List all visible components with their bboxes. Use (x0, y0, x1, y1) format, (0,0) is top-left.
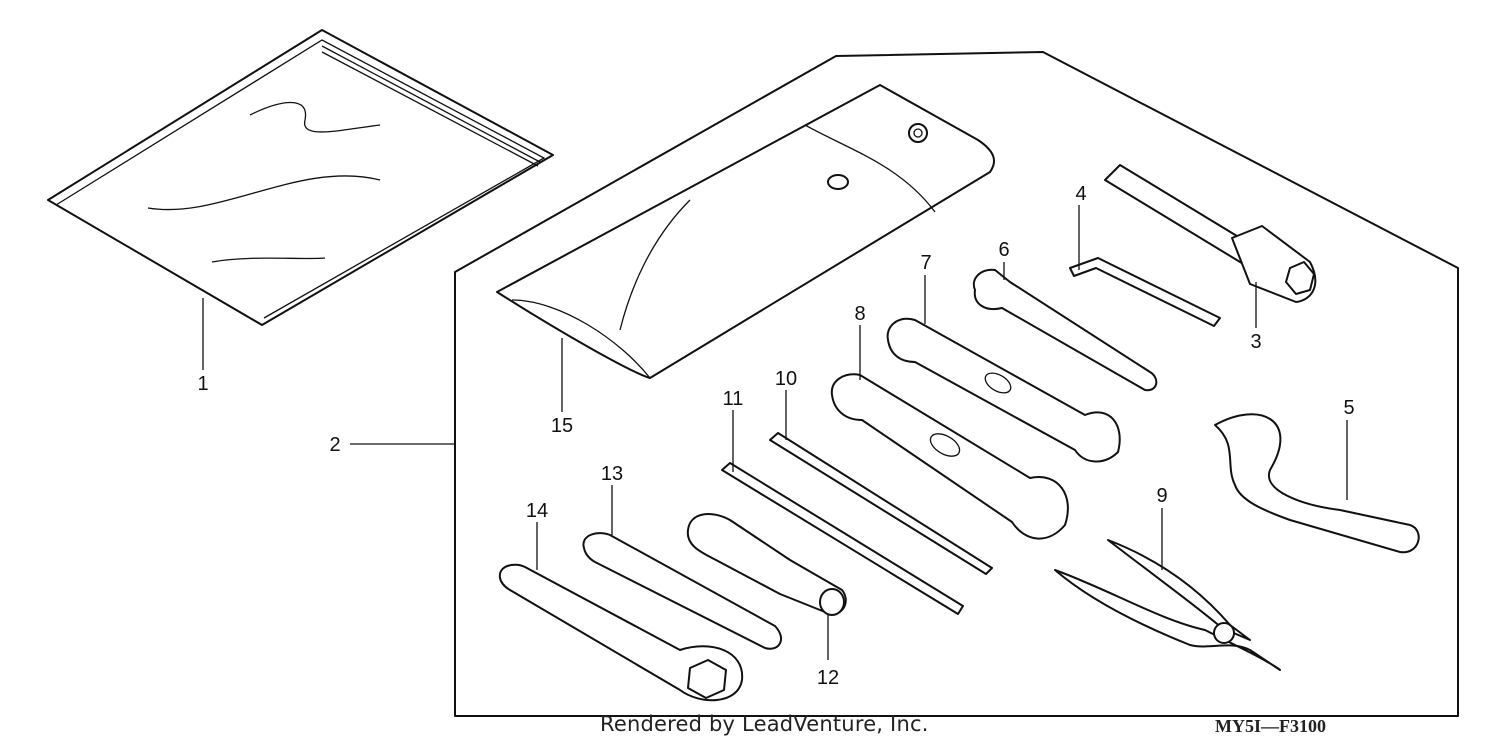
callout-11: 11 (723, 388, 744, 410)
callout-7: 7 (920, 252, 931, 274)
part-5-pin-spanner[interactable] (1214, 413, 1420, 554)
callout-8: 8 (854, 303, 865, 325)
part-15-tool-bag[interactable] (496, 84, 996, 379)
part-12-screwdriver-handle[interactable] (686, 513, 847, 616)
part-3-plug-wrench[interactable] (1104, 164, 1317, 303)
callout-5: 5 (1343, 397, 1354, 419)
callout-1: 1 (197, 373, 208, 395)
part-13-handle-bar[interactable] (582, 532, 782, 650)
callout-13: 13 (601, 463, 623, 485)
part-9-pliers[interactable] (1054, 539, 1281, 671)
callout-15: 15 (551, 415, 573, 437)
part-11-screwdriver-flat[interactable] (721, 462, 964, 615)
callout-3: 3 (1250, 331, 1261, 353)
callout-10: 10 (775, 368, 797, 390)
part-1-plastic-bag[interactable] (47, 29, 554, 326)
part-6-wrench-8x10[interactable] (972, 268, 1158, 392)
callout-2: 2 (329, 434, 340, 456)
leader-lines (202, 205, 1348, 660)
part-4-hex-key[interactable] (1069, 257, 1221, 327)
callout-12: 12 (817, 667, 839, 689)
part-10-screwdriver-phillips[interactable] (769, 432, 993, 575)
callout-6: 6 (998, 239, 1009, 261)
render-credit: Rendered by LeadVenture, Inc. (600, 712, 929, 736)
callout-14: 14 (526, 500, 548, 522)
group-frame (454, 51, 1459, 717)
part-7-wrench-10x12[interactable] (886, 317, 1121, 463)
part-14-ring-spanner[interactable] (498, 563, 744, 702)
diagram-code: MY5I—F3100 (1215, 716, 1326, 736)
callout-4: 4 (1075, 183, 1086, 205)
part-8-wrench-14x17[interactable] (830, 373, 1069, 540)
callout-9: 9 (1156, 485, 1167, 507)
